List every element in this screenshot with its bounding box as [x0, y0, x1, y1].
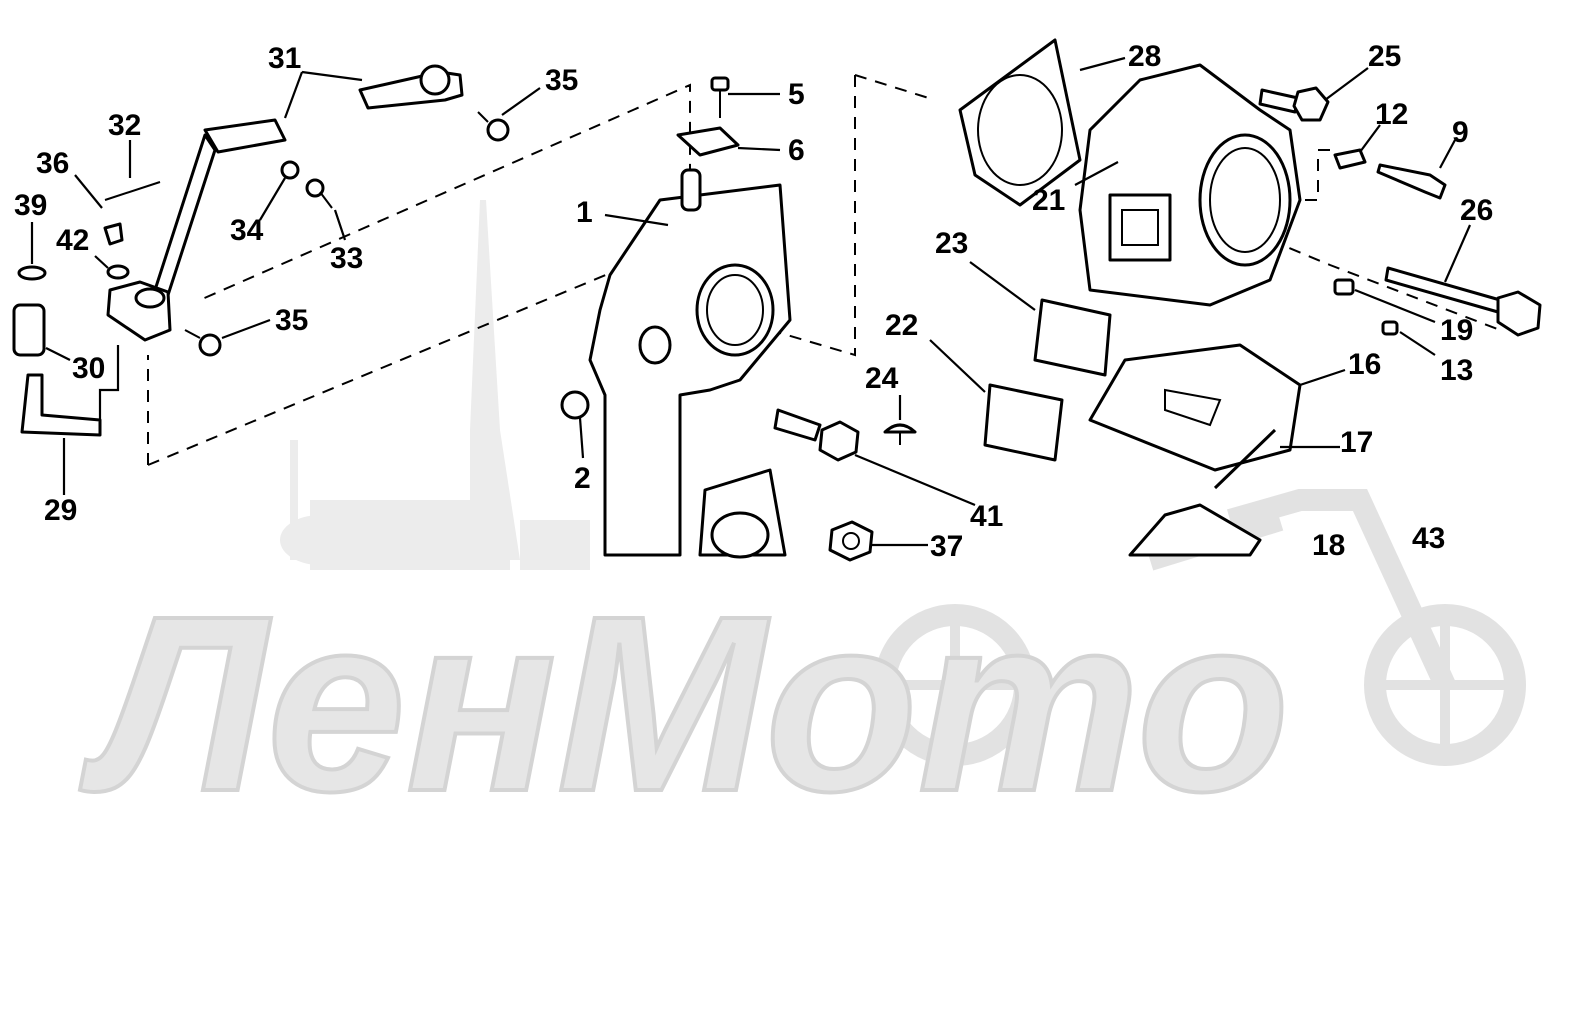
callout-41: 41	[970, 500, 1003, 533]
callout-26: 26	[1460, 194, 1493, 227]
gasket-part-16	[1088, 343, 1302, 472]
callout-13: 13	[1440, 354, 1473, 387]
callout-33: 33	[330, 242, 363, 275]
callout-6: 6	[788, 134, 805, 167]
watermark-wheel-spokes	[885, 615, 1515, 755]
rod-part-17	[1213, 428, 1277, 490]
callout-39: 39	[14, 189, 47, 222]
watermark-text: ЛенМото	[79, 564, 1289, 843]
throttle-lever-assembly	[106, 64, 464, 342]
callout-17: 17	[1340, 426, 1373, 459]
callout-9: 9	[1452, 116, 1469, 149]
callout-28: 28	[1128, 40, 1161, 73]
watermark-skyline	[280, 200, 590, 570]
part-2-plug	[560, 390, 590, 420]
right-fasteners	[1258, 86, 1542, 337]
diaphragms-22-23	[983, 298, 1112, 462]
watermark: ЛенМото	[77, 200, 1526, 845]
callout-16: 16	[1348, 348, 1381, 381]
carb-body-part-21	[1078, 63, 1302, 307]
callout-22: 22	[885, 309, 918, 342]
callout-35-lower: 35	[275, 304, 308, 337]
callout-5: 5	[788, 78, 805, 111]
callout-21: 21	[1032, 184, 1065, 217]
main-body-part-1	[588, 168, 792, 559]
callout-35-upper: 35	[545, 64, 578, 97]
callout-36: 36	[36, 147, 69, 180]
assembly-lines	[147, 74, 1501, 466]
bolts-41-37-24	[773, 408, 917, 562]
screw-5-and-plate-6	[676, 76, 740, 157]
callout-30: 30	[72, 352, 105, 385]
callout-32: 32	[108, 109, 141, 142]
callout-1: 1	[576, 196, 593, 229]
leader-lines	[30, 56, 1472, 547]
callout-labels: 31 32 36 39 42 30 29 34 33 35 35 5 6 1 2…	[14, 40, 1493, 563]
gasket-part-28	[958, 38, 1082, 207]
callout-37: 37	[930, 530, 963, 563]
part-18-partial	[1128, 503, 1262, 557]
callout-43: 43	[1412, 522, 1445, 555]
callout-24: 24	[865, 362, 899, 395]
callout-19: 19	[1440, 314, 1473, 347]
callout-18: 18	[1312, 529, 1345, 562]
callout-12: 12	[1375, 98, 1408, 131]
callout-2: 2	[574, 462, 591, 495]
callout-31: 31	[268, 42, 301, 75]
small-hardware-left	[12, 111, 510, 437]
callout-42: 42	[56, 224, 89, 257]
callout-34: 34	[230, 214, 264, 247]
callout-23: 23	[935, 227, 968, 260]
callout-25: 25	[1368, 40, 1401, 73]
callout-29: 29	[44, 494, 77, 527]
